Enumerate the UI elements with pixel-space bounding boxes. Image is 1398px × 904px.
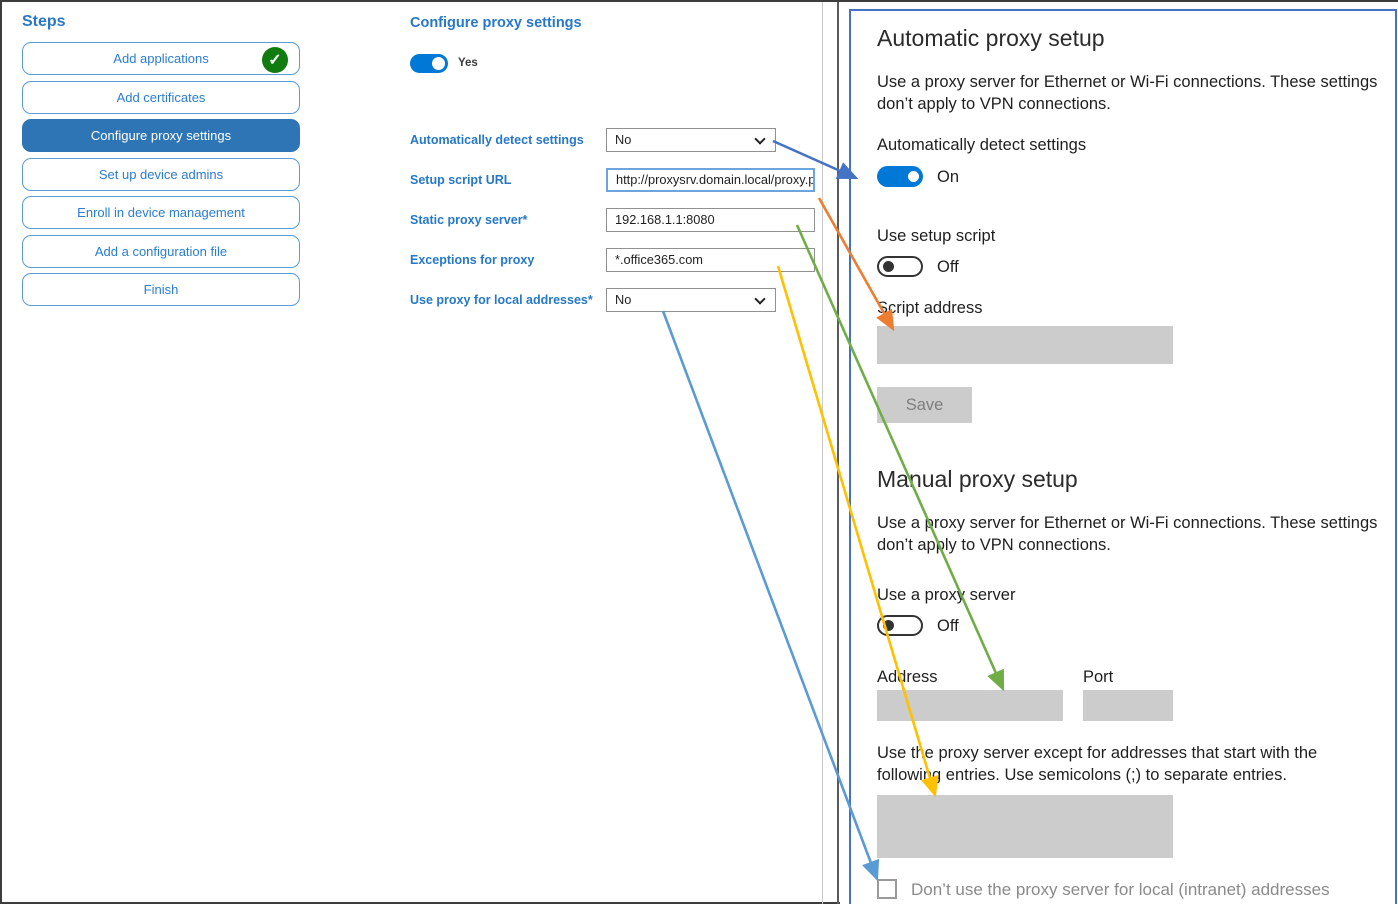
form-title: Configure proxy settings bbox=[410, 15, 582, 31]
save-button[interactable]: Save bbox=[877, 387, 972, 423]
step-label: Set up device admins bbox=[98, 166, 224, 182]
field-label: Automatically detect settings bbox=[410, 133, 584, 147]
auto-detect-settings-select[interactable]: No bbox=[606, 128, 776, 152]
use-setup-script-toggle[interactable] bbox=[877, 256, 923, 277]
step-label: Add certificates bbox=[116, 89, 206, 105]
step-set-up-device-admins[interactable]: Set up device admins bbox=[22, 157, 300, 191]
address-label: Address bbox=[877, 668, 938, 686]
auto-detect-toggle-state: On bbox=[937, 168, 960, 186]
exceptions-note: Use the proxy server except for addresse… bbox=[877, 744, 1318, 785]
toggle-knob bbox=[432, 57, 445, 70]
field-label: Exceptions for proxy bbox=[410, 253, 535, 267]
frame-border-top bbox=[0, 0, 1398, 2]
use-proxy-server-toggle-state: Off bbox=[937, 617, 959, 635]
field-label: Use proxy for local addresses* bbox=[410, 293, 593, 307]
select-value: No bbox=[615, 132, 632, 147]
completed-check-icon: ✓ bbox=[262, 46, 288, 73]
proxy-port-input[interactable] bbox=[1083, 690, 1173, 721]
select-value: No bbox=[615, 292, 632, 307]
auto-detect-toggle[interactable] bbox=[877, 166, 923, 187]
step-label: Add a configuration file bbox=[94, 243, 228, 259]
setup-script-url-input[interactable]: http://proxysrv.domain.local/proxy.pa bbox=[606, 168, 815, 192]
step-enroll-device-management[interactable]: Enroll in device management bbox=[22, 196, 300, 229]
input-value: http://proxysrv.domain.local/proxy.pa bbox=[616, 172, 815, 187]
step-configure-proxy-settings[interactable]: Configure proxy settings bbox=[22, 119, 300, 152]
step-finish[interactable]: Finish bbox=[22, 273, 300, 306]
script-address-input[interactable] bbox=[877, 326, 1173, 364]
field-label: Setup script URL bbox=[410, 173, 512, 187]
panel-divider bbox=[837, 2, 839, 904]
configure-proxy-toggle-state: Yes bbox=[458, 57, 478, 69]
manual-proxy-description: Use a proxy server for Ethernet or Wi-Fi… bbox=[877, 514, 1378, 555]
local-addresses-checkbox[interactable] bbox=[877, 879, 897, 899]
input-value: *.office365.com bbox=[615, 252, 703, 267]
use-setup-script-label: Use setup script bbox=[877, 227, 996, 245]
chevron-down-icon bbox=[754, 293, 766, 305]
frame-border-bottom bbox=[0, 902, 840, 904]
step-add-certificates[interactable]: Add certificates bbox=[22, 80, 300, 114]
script-address-label: Script address bbox=[877, 299, 983, 317]
proxy-address-input[interactable] bbox=[877, 690, 1063, 721]
wizard-right-edge bbox=[822, 2, 823, 904]
toggle-knob bbox=[908, 171, 919, 182]
step-label: Configure proxy settings bbox=[90, 128, 232, 143]
use-proxy-server-toggle[interactable] bbox=[877, 615, 923, 636]
step-label: Enroll in device management bbox=[77, 205, 245, 220]
port-label: Port bbox=[1083, 668, 1114, 686]
auto-detect-label: Automatically detect settings bbox=[877, 136, 1087, 154]
use-proxy-server-label: Use a proxy server bbox=[877, 586, 1016, 604]
automatic-proxy-heading: Automatic proxy setup bbox=[877, 25, 1105, 51]
step-add-configuration-file[interactable]: Add a configuration file bbox=[22, 234, 300, 268]
automatic-proxy-description: Use a proxy server for Ethernet or Wi-Fi… bbox=[877, 73, 1378, 114]
windows-proxy-settings-panel: Automatic proxy setup Use a proxy server… bbox=[849, 9, 1397, 904]
chevron-down-icon bbox=[754, 133, 766, 145]
steps-sidebar: Steps Add applications ✓ Add certificate… bbox=[22, 13, 300, 312]
proxy-exceptions-textarea[interactable] bbox=[877, 795, 1173, 858]
steps-title: Steps bbox=[22, 13, 66, 30]
step-label: Add applications bbox=[113, 51, 209, 66]
step-add-applications[interactable]: Add applications ✓ bbox=[22, 42, 300, 75]
field-label: Static proxy server* bbox=[410, 213, 528, 227]
use-proxy-local-select[interactable]: No bbox=[606, 288, 776, 312]
static-proxy-server-input[interactable]: 192.168.1.1:8080 bbox=[606, 208, 815, 232]
arrow-local-addresses bbox=[661, 310, 880, 882]
configure-proxy-toggle[interactable] bbox=[410, 54, 448, 73]
toggle-knob bbox=[883, 620, 894, 631]
frame-border-left bbox=[0, 0, 2, 904]
input-value: 192.168.1.1:8080 bbox=[615, 212, 715, 227]
manual-proxy-heading: Manual proxy setup bbox=[877, 466, 1078, 492]
step-label: Finish bbox=[143, 282, 179, 297]
toggle-knob bbox=[883, 261, 894, 272]
use-setup-script-toggle-state: Off bbox=[937, 258, 959, 276]
proxy-exceptions-input[interactable]: *.office365.com bbox=[606, 248, 815, 272]
local-addresses-checkbox-label: Don’t use the proxy server for local (in… bbox=[911, 880, 1330, 899]
